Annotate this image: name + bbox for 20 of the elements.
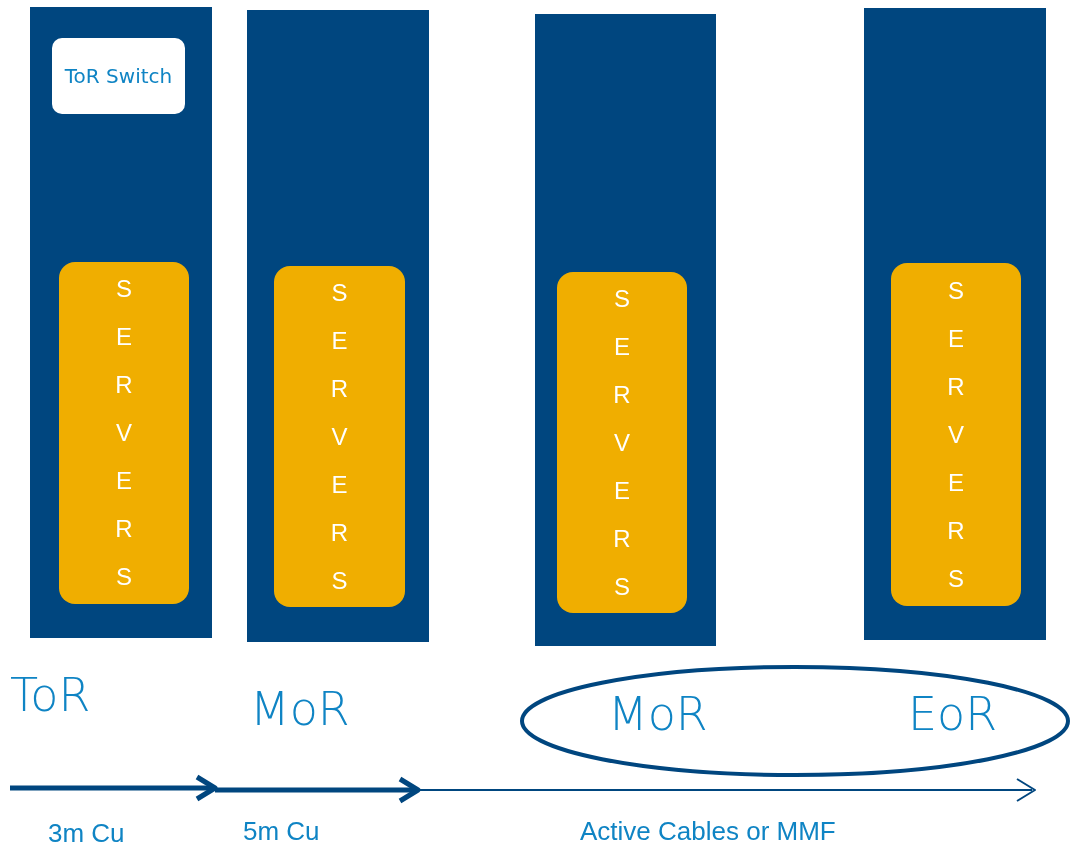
server-rack bbox=[30, 7, 212, 638]
servers-block bbox=[557, 272, 687, 613]
server-rack bbox=[864, 8, 1046, 640]
servers-block bbox=[891, 263, 1021, 606]
servers-block bbox=[59, 262, 189, 604]
placement-label: MoR bbox=[250, 682, 350, 736]
placement-label: MoR bbox=[608, 687, 708, 741]
switch-box: ToR Switch bbox=[52, 38, 185, 114]
placement-label: EoR bbox=[908, 687, 998, 741]
placement-label: ToR bbox=[10, 668, 91, 722]
vertical-label: SERVERS bbox=[329, 277, 350, 596]
server-rack bbox=[247, 10, 429, 642]
server-rack bbox=[535, 14, 716, 646]
cable-label: Active Cables or MMF bbox=[580, 816, 836, 847]
cable-label: 3m Cu bbox=[48, 818, 125, 849]
vertical-label: SERVERS bbox=[612, 283, 632, 602]
cable-label: 5m Cu bbox=[243, 816, 320, 847]
vertical-label: SERVERS bbox=[946, 275, 966, 594]
servers-block bbox=[274, 266, 405, 607]
vertical-label: SERVERS bbox=[114, 274, 134, 592]
